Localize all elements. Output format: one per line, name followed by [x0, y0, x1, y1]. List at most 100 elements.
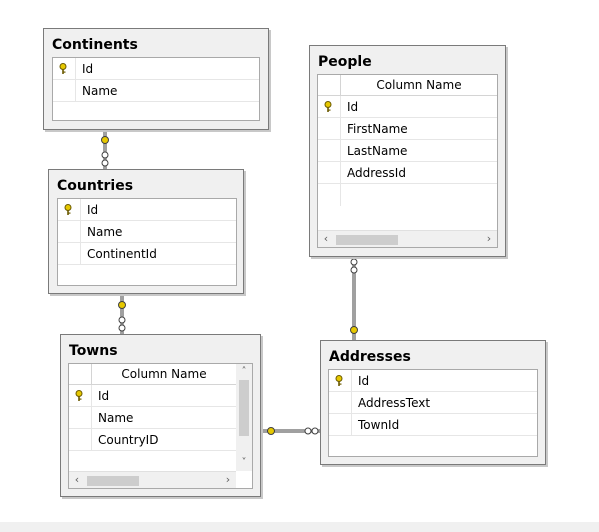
table-title: Continents: [52, 37, 138, 53]
column-row[interactable]: CountryID: [69, 429, 236, 451]
column-row[interactable]: AddressId: [318, 162, 497, 184]
column-grid: Column Name Id FirstName LastName Addres…: [317, 74, 498, 248]
table-title: Addresses: [329, 349, 411, 365]
relationship-continents-countries[interactable]: [101, 128, 109, 170]
horizontal-scrollbar[interactable]: ‹ ›: [69, 471, 236, 488]
column-row[interactable]: TownId: [329, 414, 537, 436]
row-selector: [53, 58, 76, 79]
scroll-thumb[interactable]: [239, 380, 249, 436]
column-name: Id: [98, 389, 110, 403]
infinity-end-icon: [118, 316, 126, 324]
column-row[interactable]: Id: [318, 96, 497, 118]
column-name: TownId: [358, 418, 400, 432]
column-row[interactable]: Name: [53, 80, 259, 102]
row-selector: [318, 96, 341, 117]
column-header-label: Column Name: [121, 367, 207, 381]
row-selector: [69, 385, 92, 406]
column-name: Name: [82, 84, 118, 98]
relationship-people-addresses[interactable]: [350, 256, 358, 341]
column-name: Id: [358, 374, 370, 388]
scroll-left-icon[interactable]: ‹: [323, 232, 329, 245]
table-title: People: [318, 54, 372, 70]
column-name: ContinentId: [87, 247, 157, 261]
header-selector: [318, 75, 341, 95]
table-towns[interactable]: Towns Column Name Id Name CountryID: [60, 334, 261, 497]
key-icon: [324, 101, 332, 112]
column-row[interactable]: Id: [69, 385, 236, 407]
column-row[interactable]: AddressText: [329, 392, 537, 414]
row-selector: [329, 414, 352, 435]
horizontal-scrollbar[interactable]: ‹ ›: [318, 230, 497, 247]
row-selector: [329, 392, 352, 413]
column-row[interactable]: LastName: [318, 140, 497, 162]
column-name: AddressId: [347, 166, 406, 180]
column-name: Id: [82, 62, 94, 76]
infinity-end-icon: [101, 151, 109, 159]
key-icon: [59, 63, 67, 74]
scroll-thumb[interactable]: [87, 476, 139, 486]
row-selector: [58, 221, 81, 242]
footer-band: [0, 522, 599, 532]
column-row[interactable]: ContinentId: [58, 243, 236, 265]
key-icon: [75, 390, 83, 401]
table-people[interactable]: People Column Name Id FirstName LastName…: [309, 45, 506, 257]
key-end-icon: [267, 427, 275, 435]
column-row[interactable]: Id: [329, 370, 537, 392]
table-title: Countries: [57, 178, 134, 194]
column-row[interactable]: Id: [58, 199, 236, 221]
row-selector: [58, 243, 81, 264]
header-selector: [69, 364, 92, 384]
column-name: Id: [87, 203, 99, 217]
table-title: Towns: [69, 343, 118, 359]
row-selector: [69, 407, 92, 428]
scroll-thumb[interactable]: [336, 235, 398, 245]
column-grid: Column Name Id Name CountryID ˄ ˅ ‹: [68, 363, 253, 489]
column-header[interactable]: Column Name: [69, 364, 236, 385]
column-name: FirstName: [347, 122, 408, 136]
scroll-down-icon[interactable]: ˅: [241, 457, 247, 468]
relationship-countries-towns[interactable]: [118, 294, 126, 335]
scroll-up-icon[interactable]: ˄: [241, 366, 247, 377]
key-icon: [335, 375, 343, 386]
scroll-right-icon[interactable]: ›: [225, 473, 231, 486]
infinity-end-icon: [304, 427, 312, 435]
key-icon: [64, 204, 72, 215]
table-countries[interactable]: Countries Id Name ContinentId: [48, 169, 244, 294]
column-row[interactable]: FirstName: [318, 118, 497, 140]
row-selector: [69, 429, 92, 450]
column-row[interactable]: Name: [69, 407, 236, 429]
key-end-icon: [118, 301, 126, 309]
column-name: AddressText: [358, 396, 431, 410]
scroll-left-icon[interactable]: ‹: [74, 473, 80, 486]
grid-body: Column Name Id Name CountryID: [69, 364, 236, 451]
table-addresses[interactable]: Addresses Id AddressText TownId: [320, 340, 546, 465]
row-selector: [53, 80, 76, 101]
column-row[interactable]: Name: [58, 221, 236, 243]
row-selector: [318, 184, 341, 206]
column-grid: Id Name: [52, 57, 260, 121]
relationship-towns-addresses[interactable]: [260, 427, 321, 435]
table-continents[interactable]: Continents Id Name: [43, 28, 269, 130]
scroll-right-icon[interactable]: ›: [486, 232, 492, 245]
column-name: LastName: [347, 144, 408, 158]
empty-row[interactable]: [318, 184, 497, 206]
column-name: Name: [98, 411, 134, 425]
row-selector: [318, 162, 341, 183]
infinity-end-icon: [350, 258, 358, 266]
row-selector: [318, 140, 341, 161]
row-selector: [318, 118, 341, 139]
key-end-icon: [350, 326, 358, 334]
column-grid: Id Name ContinentId: [57, 198, 237, 286]
column-name: Id: [347, 100, 359, 114]
column-header[interactable]: Column Name: [318, 75, 497, 96]
column-name: CountryID: [98, 433, 159, 447]
column-grid: Id AddressText TownId: [328, 369, 538, 457]
column-name: Name: [87, 225, 123, 239]
column-row[interactable]: Id: [53, 58, 259, 80]
key-end-icon: [101, 136, 109, 144]
row-selector: [329, 370, 352, 391]
row-selector: [58, 199, 81, 220]
column-header-label: Column Name: [376, 78, 462, 92]
vertical-scrollbar[interactable]: ˄ ˅: [236, 364, 252, 471]
